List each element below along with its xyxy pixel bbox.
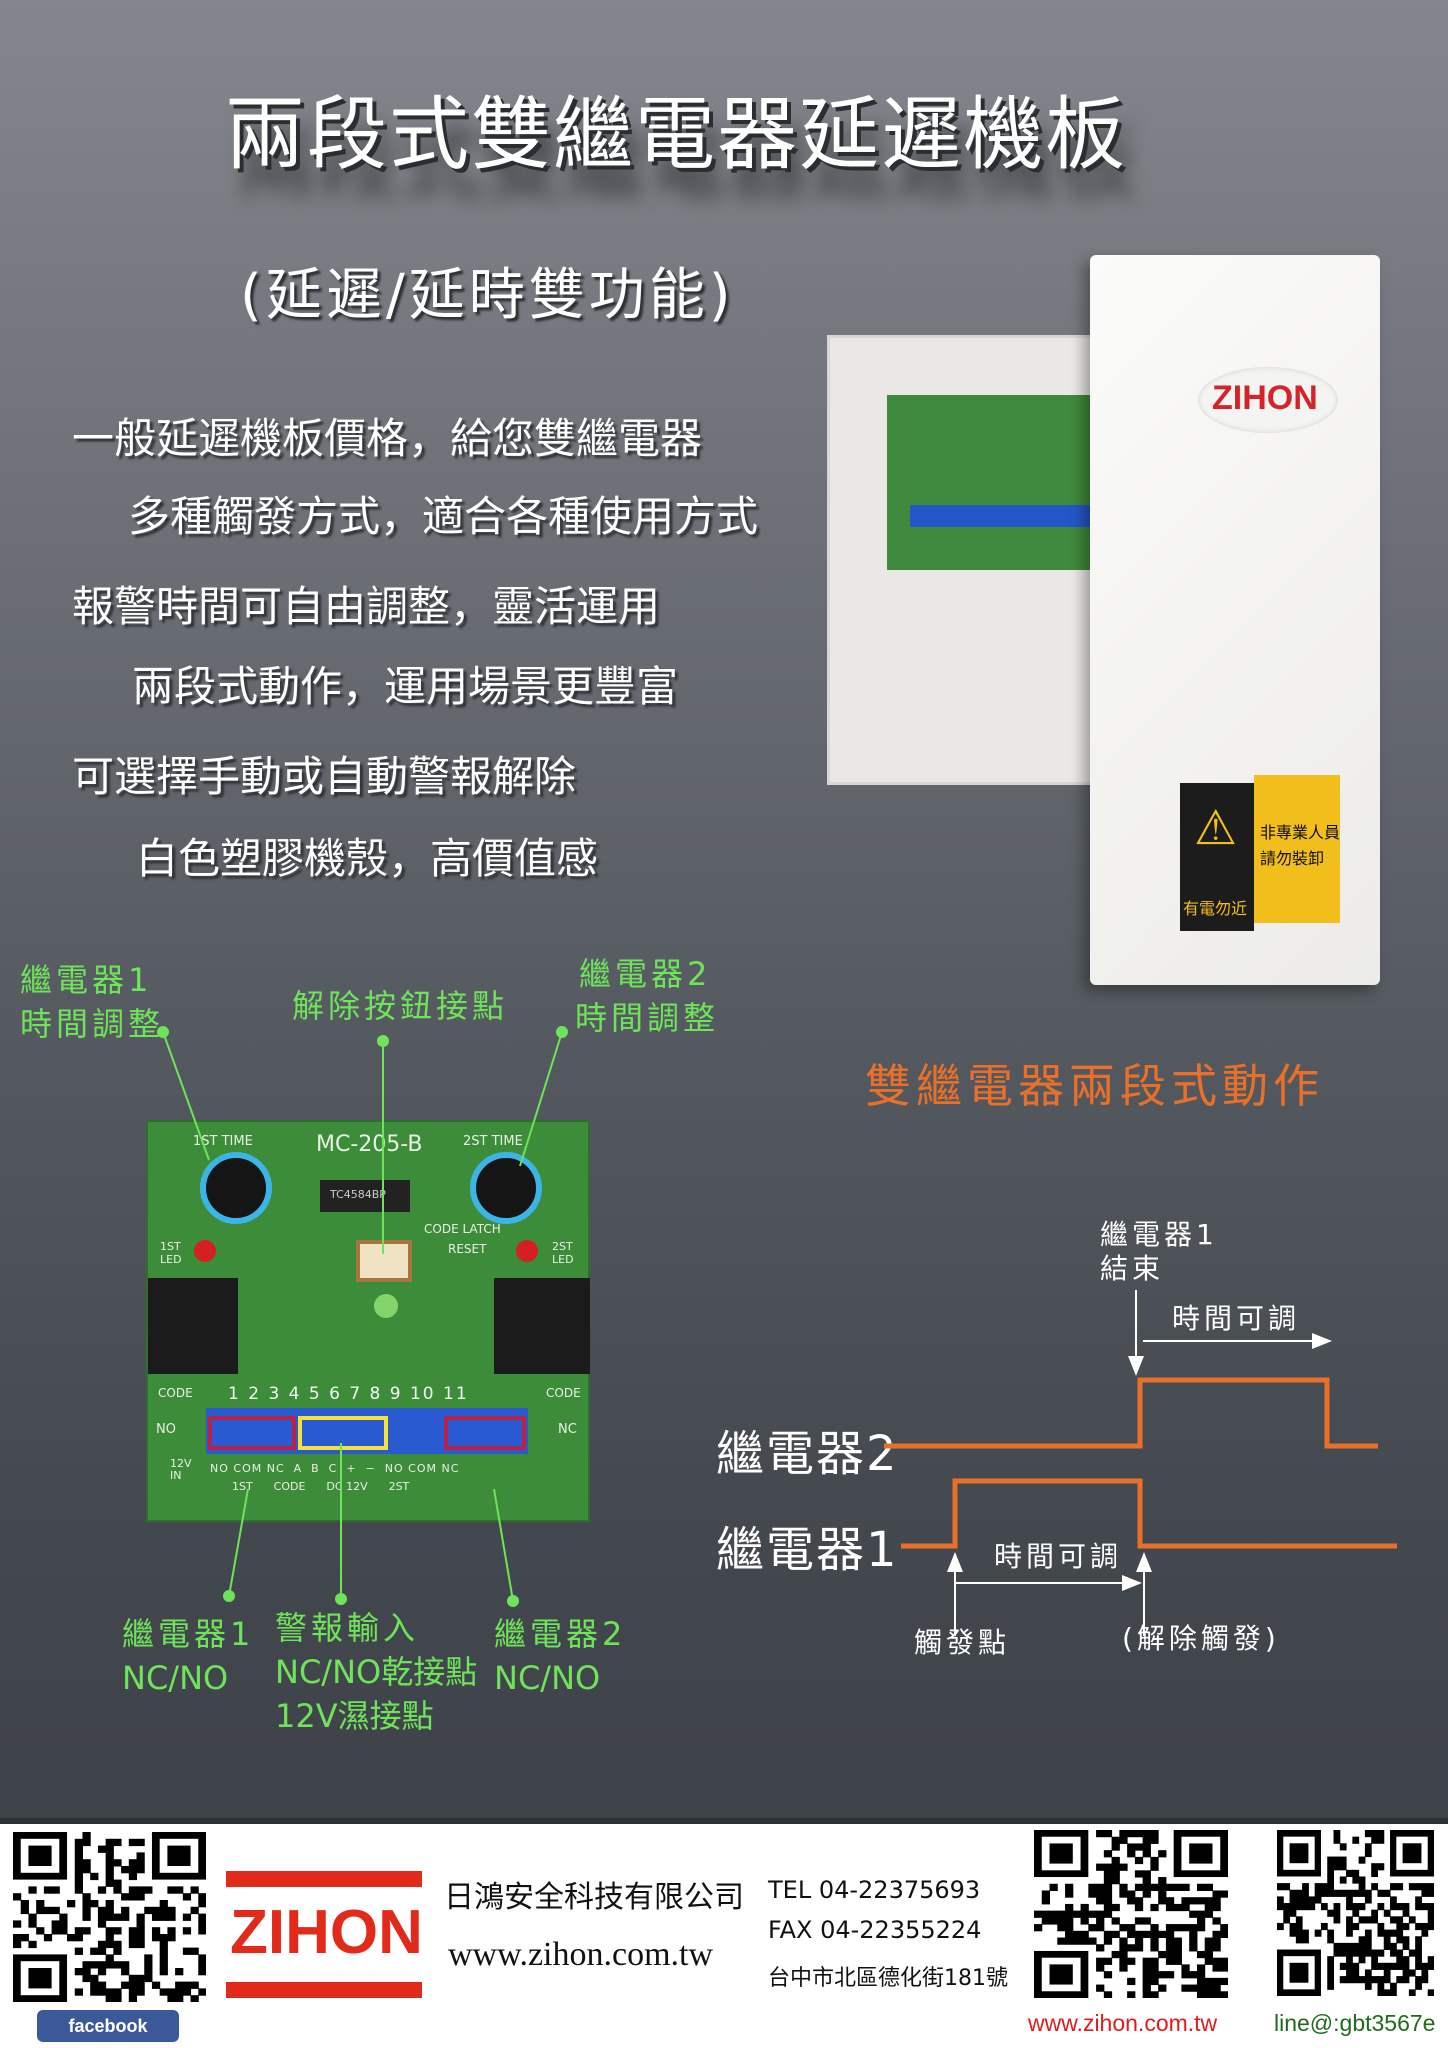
enclosure-photo: ZIHON ⚠ 有電勿近 非專業人員請勿裝卸 <box>825 255 1385 985</box>
facebook-badge[interactable]: facebook <box>37 2010 179 2042</box>
website-link[interactable]: www.zihon.com.tw <box>1028 2010 1218 2036</box>
qr-code-website[interactable] <box>1034 1830 1228 1998</box>
relay2-waveform <box>884 1377 1378 1449</box>
qr-code-facebook[interactable] <box>13 1832 206 2002</box>
address: 台中市北區德化街181號 <box>768 1966 1008 1991</box>
feature-line: 一般延遲機板價格，給您雙繼電器 <box>72 414 703 463</box>
timing-trigger-point: 觸發點 <box>914 1626 1011 1659</box>
board-in-enclosure <box>887 395 1117 570</box>
terminal-numbers: 1 2 3 4 5 6 7 8 9 10 11 <box>228 1384 469 1404</box>
line-id[interactable]: line@:gbt3567e <box>1274 2010 1436 2036</box>
chip-label: TC4584BP <box>330 1188 386 1201</box>
timing-release: (解除觸發) <box>1122 1622 1280 1655</box>
warning-text: 非專業人員請勿裝卸 <box>1260 823 1341 868</box>
timing-arrows <box>947 1290 1332 1636</box>
callout-reset-contact: 解除按鈕接點 <box>292 987 509 1025</box>
enclosure-lid: ZIHON ⚠ 有電勿近 非專業人員請勿裝卸 <box>1090 255 1380 985</box>
time-knob-2[interactable] <box>470 1152 542 1224</box>
feature-line: 白色塑膠機殼，高價值感 <box>136 834 599 883</box>
page-title: 兩段式雙繼電器延遲機板 <box>225 88 1127 181</box>
warning-text: 有電勿近 <box>1183 899 1248 918</box>
relay1-terminals <box>208 1416 296 1450</box>
page-subtitle: (延遲/延時雙功能) <box>240 263 735 328</box>
board-model: MC-205-B <box>316 1132 423 1157</box>
relay2-terminals <box>444 1416 526 1450</box>
relay1-waveform <box>901 1478 1397 1549</box>
feature-line: 報警時間可自由調整，靈活運用 <box>72 582 661 631</box>
board-label: 12V IN <box>170 1457 192 1482</box>
logo-text: ZIHON <box>230 1898 423 1967</box>
board-label: CODE LATCH <box>424 1222 501 1236</box>
relay-1 <box>148 1278 238 1374</box>
timing-adjustable-bottom: 時間可調 <box>994 1540 1123 1573</box>
board-label: 2ST LED <box>552 1240 574 1266</box>
section-heading: 雙繼電器兩段式動作 <box>865 1059 1324 1113</box>
board-label: 2ST TIME <box>463 1134 523 1149</box>
time-knob-1[interactable] <box>200 1152 272 1224</box>
fax: FAX 04-22355224 <box>768 1916 982 1944</box>
circuit-board: MC-205-B 1ST TIME 2ST TIME TC4584BP CODE… <box>146 1120 590 1522</box>
timing-label-relay1: 繼電器1 <box>716 1522 899 1578</box>
board-label: 1ST CODE DC 12V 2ST <box>232 1480 410 1493</box>
board-label: CODE <box>158 1386 193 1400</box>
feature-line: 兩段式動作，運用場景更豐富 <box>132 662 679 711</box>
board-label: CODE <box>546 1386 581 1400</box>
board-label: NC <box>558 1422 577 1437</box>
feature-line: 多種觸發方式，適合各種使用方式 <box>128 492 759 541</box>
company-name: 日鴻安全科技有限公司 <box>444 1880 744 1915</box>
timing-adjustable-top: 時間可調 <box>1172 1302 1301 1335</box>
board-label: 1ST TIME <box>193 1134 253 1149</box>
footer: facebook ZIHON 日鴻安全科技有限公司 www.zihon.com.… <box>0 1818 1448 2048</box>
board-label: 1ST LED <box>160 1240 182 1266</box>
board-label: RESET <box>448 1242 487 1256</box>
feature-line: 可選擇手動或自動警報解除 <box>72 752 577 801</box>
lines-overlay <box>157 1026 1397 1636</box>
tel: TEL 04-22375693 <box>768 1876 981 1904</box>
board-label: NO <box>156 1422 176 1437</box>
company-website[interactable]: www.zihon.com.tw <box>448 1936 714 1973</box>
timing-label-relay2: 繼電器2 <box>716 1426 899 1482</box>
zihon-logo: ZIHON <box>226 1871 423 1998</box>
callout-lines <box>157 1026 568 1607</box>
code-terminals <box>298 1416 388 1450</box>
high-voltage-icon: ⚠ <box>1194 800 1238 856</box>
relay-2 <box>494 1278 590 1374</box>
lid-logo: ZIHON <box>1212 379 1318 417</box>
qr-code-line[interactable] <box>1277 1830 1434 1996</box>
board-label: NO COM NC A B C + − NO COM NC <box>210 1462 460 1475</box>
